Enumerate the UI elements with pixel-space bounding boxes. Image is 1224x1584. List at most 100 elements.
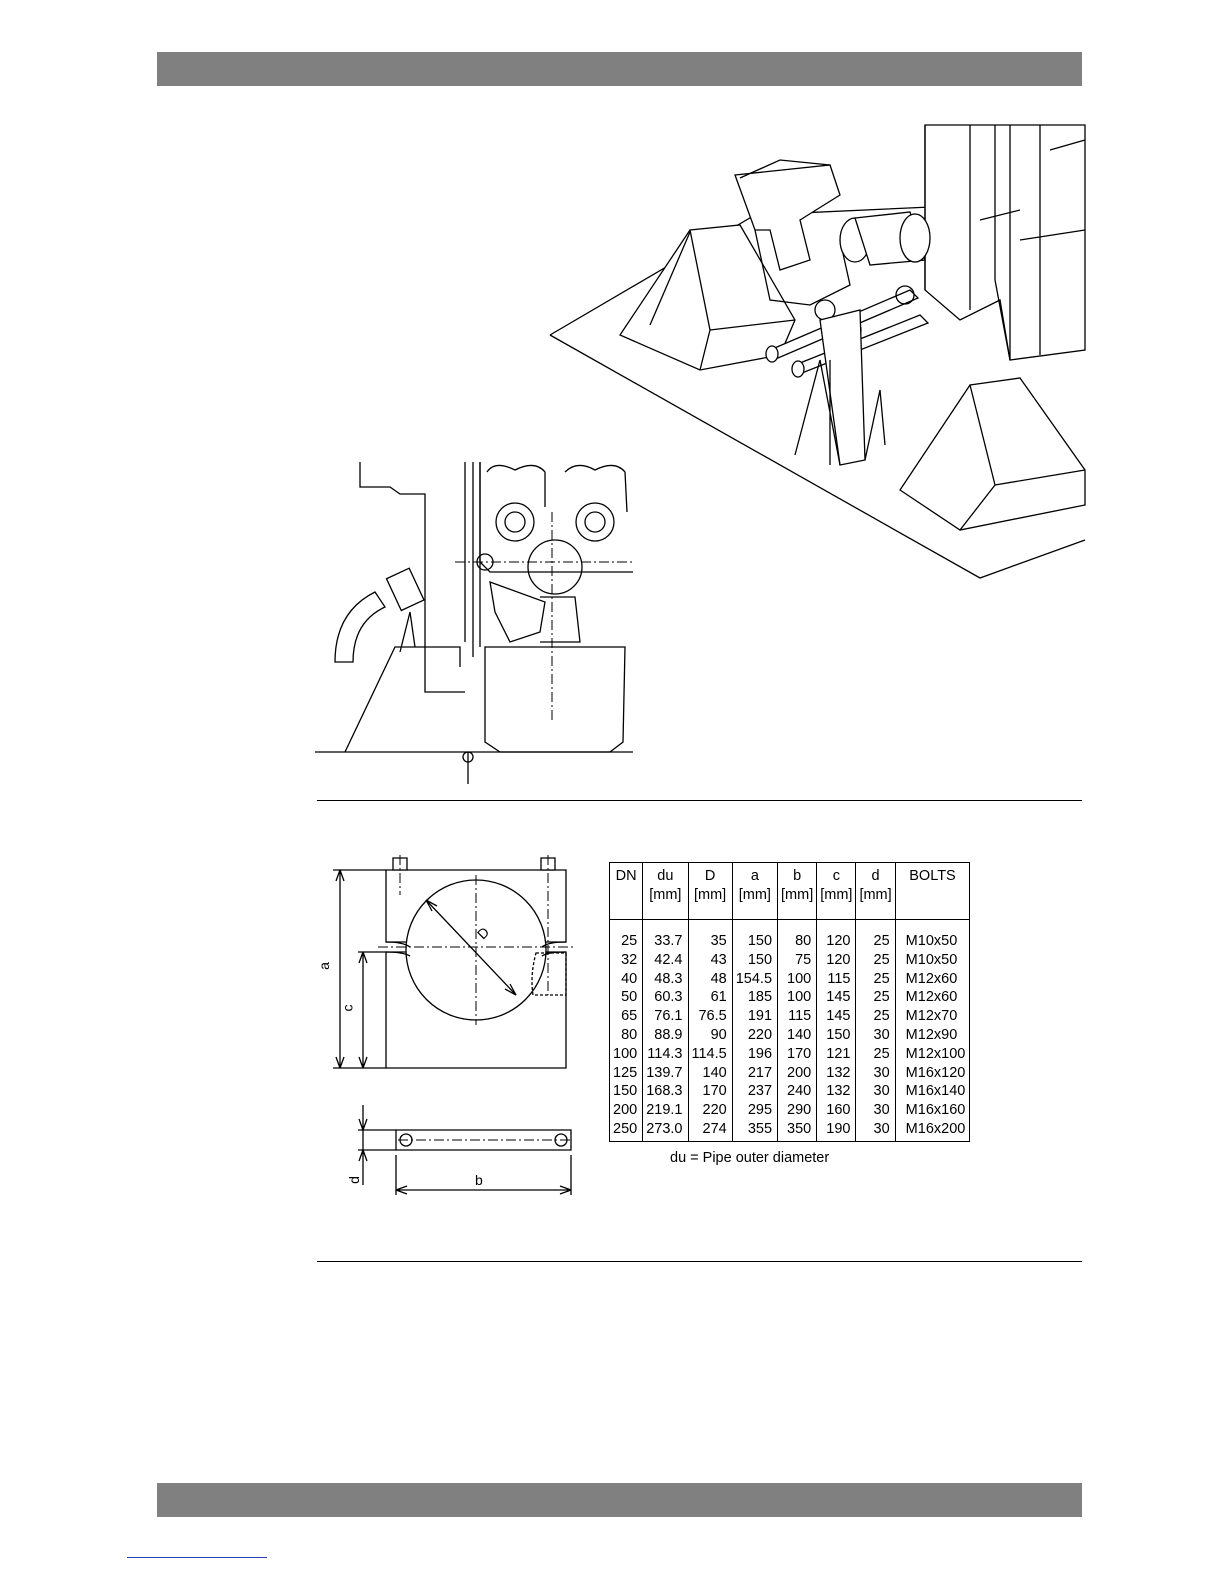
table-cell: 100 <box>777 988 818 1008</box>
table-cell: 350 <box>777 1119 818 1142</box>
table-cell: 121 <box>816 1044 857 1064</box>
table-cell: 140 <box>687 1063 733 1083</box>
pipe-clamp-drawing <box>318 855 578 1200</box>
col-header: a[mm] <box>731 862 779 920</box>
table-cell: 50 <box>608 988 644 1008</box>
col-header: c[mm] <box>816 862 857 920</box>
section-divider <box>317 1261 1082 1262</box>
table-cell: 145 <box>816 988 857 1008</box>
table-cell: 170 <box>777 1044 818 1064</box>
isometric-engine-illustration <box>540 120 1085 585</box>
table-cell: M12x60 <box>894 988 971 1008</box>
table-cell: 200 <box>777 1063 818 1083</box>
table-cell: 90 <box>687 1025 733 1045</box>
table-cell: M16x140 <box>894 1082 971 1102</box>
table-cell: 48.3 <box>642 969 689 989</box>
table-cell: M12x70 <box>894 1007 971 1026</box>
table-cell: 219.1 <box>642 1101 689 1120</box>
table-cell: 40 <box>608 969 644 989</box>
clamp-dimension-table: DN du[mm] D[mm] a[mm] b[mm] c[mm] d[mm] … <box>608 862 971 1142</box>
table-cell: 168.3 <box>642 1082 689 1102</box>
table-cell: 48 <box>687 969 733 989</box>
table-cell: M16x120 <box>894 1063 971 1083</box>
table-cell: 191 <box>731 1007 779 1026</box>
table-cell: 76.1 <box>642 1007 689 1026</box>
table-cell: 35 <box>687 932 733 951</box>
table-cell: 196 <box>731 1044 779 1064</box>
table-cell: 25 <box>855 988 896 1008</box>
table-cell: 185 <box>731 988 779 1008</box>
dim-label-a: a <box>315 962 332 970</box>
table-cell: 170 <box>687 1082 733 1102</box>
table-cell: 120 <box>816 950 857 970</box>
col-header: d[mm] <box>855 862 896 920</box>
table-cell: 30 <box>855 1082 896 1102</box>
table-cell: 42.4 <box>642 950 689 970</box>
section-divider <box>317 800 1082 801</box>
table-cell: 80 <box>608 1025 644 1045</box>
footer-link-underline[interactable] <box>127 1557 267 1558</box>
table-cell: 88.9 <box>642 1025 689 1045</box>
table-cell: M16x160 <box>894 1101 971 1120</box>
table-cell: 30 <box>855 1025 896 1045</box>
header-bar <box>157 52 1082 86</box>
table-cell: 25 <box>608 932 644 951</box>
table-cell: 80 <box>777 932 818 951</box>
table-cell: 150 <box>816 1025 857 1045</box>
table-cell: 61 <box>687 988 733 1008</box>
table-cell: M12x90 <box>894 1025 971 1045</box>
table-cell: 150 <box>731 932 779 951</box>
table-cell: 220 <box>731 1025 779 1045</box>
table-cell: 290 <box>777 1101 818 1120</box>
table-cell: M16x200 <box>894 1119 971 1142</box>
table-cell: 25 <box>855 969 896 989</box>
dim-label-d: d <box>345 1176 362 1184</box>
table-cell: 217 <box>731 1063 779 1083</box>
table-cell: 250 <box>608 1119 644 1142</box>
table-cell: 120 <box>816 932 857 951</box>
table-cell: 140 <box>777 1025 818 1045</box>
table-cell: 25 <box>855 950 896 970</box>
table-cell: 25 <box>855 932 896 951</box>
table-cell: 132 <box>816 1082 857 1102</box>
table-cell: 154.5 <box>731 969 779 989</box>
table-cell: 274 <box>687 1119 733 1142</box>
table-cell: M12x100 <box>894 1044 971 1064</box>
col-header: BOLTS <box>894 862 971 920</box>
table-cell: 30 <box>855 1063 896 1083</box>
table-cell: 76.5 <box>687 1007 733 1026</box>
footer-bar <box>157 1483 1082 1517</box>
table-header-row: DN du[mm] D[mm] a[mm] b[mm] c[mm] d[mm] … <box>608 862 971 920</box>
table-cell: 200 <box>608 1101 644 1120</box>
table-cell: 139.7 <box>642 1063 689 1083</box>
table-cell: M10x50 <box>894 932 971 951</box>
table-cell: M12x60 <box>894 969 971 989</box>
table-cell: 25 <box>855 1007 896 1026</box>
table-cell: 220 <box>687 1101 733 1120</box>
table-cell: 114.3 <box>642 1044 689 1064</box>
table-cell: 150 <box>731 950 779 970</box>
table-cell: 273.0 <box>642 1119 689 1142</box>
table-note: du = Pipe outer diameter <box>670 1150 830 1166</box>
table-cell: 237 <box>731 1082 779 1102</box>
table-cell: 132 <box>816 1063 857 1083</box>
table-cell: 355 <box>731 1119 779 1142</box>
table-cell: 190 <box>816 1119 857 1142</box>
table-cell: 115 <box>816 969 857 989</box>
col-header: b[mm] <box>777 862 818 920</box>
table-cell: 32 <box>608 950 644 970</box>
table-cell: M10x50 <box>894 950 971 970</box>
table-cell: 65 <box>608 1007 644 1026</box>
table-cell: 240 <box>777 1082 818 1102</box>
table-cell: 60.3 <box>642 988 689 1008</box>
